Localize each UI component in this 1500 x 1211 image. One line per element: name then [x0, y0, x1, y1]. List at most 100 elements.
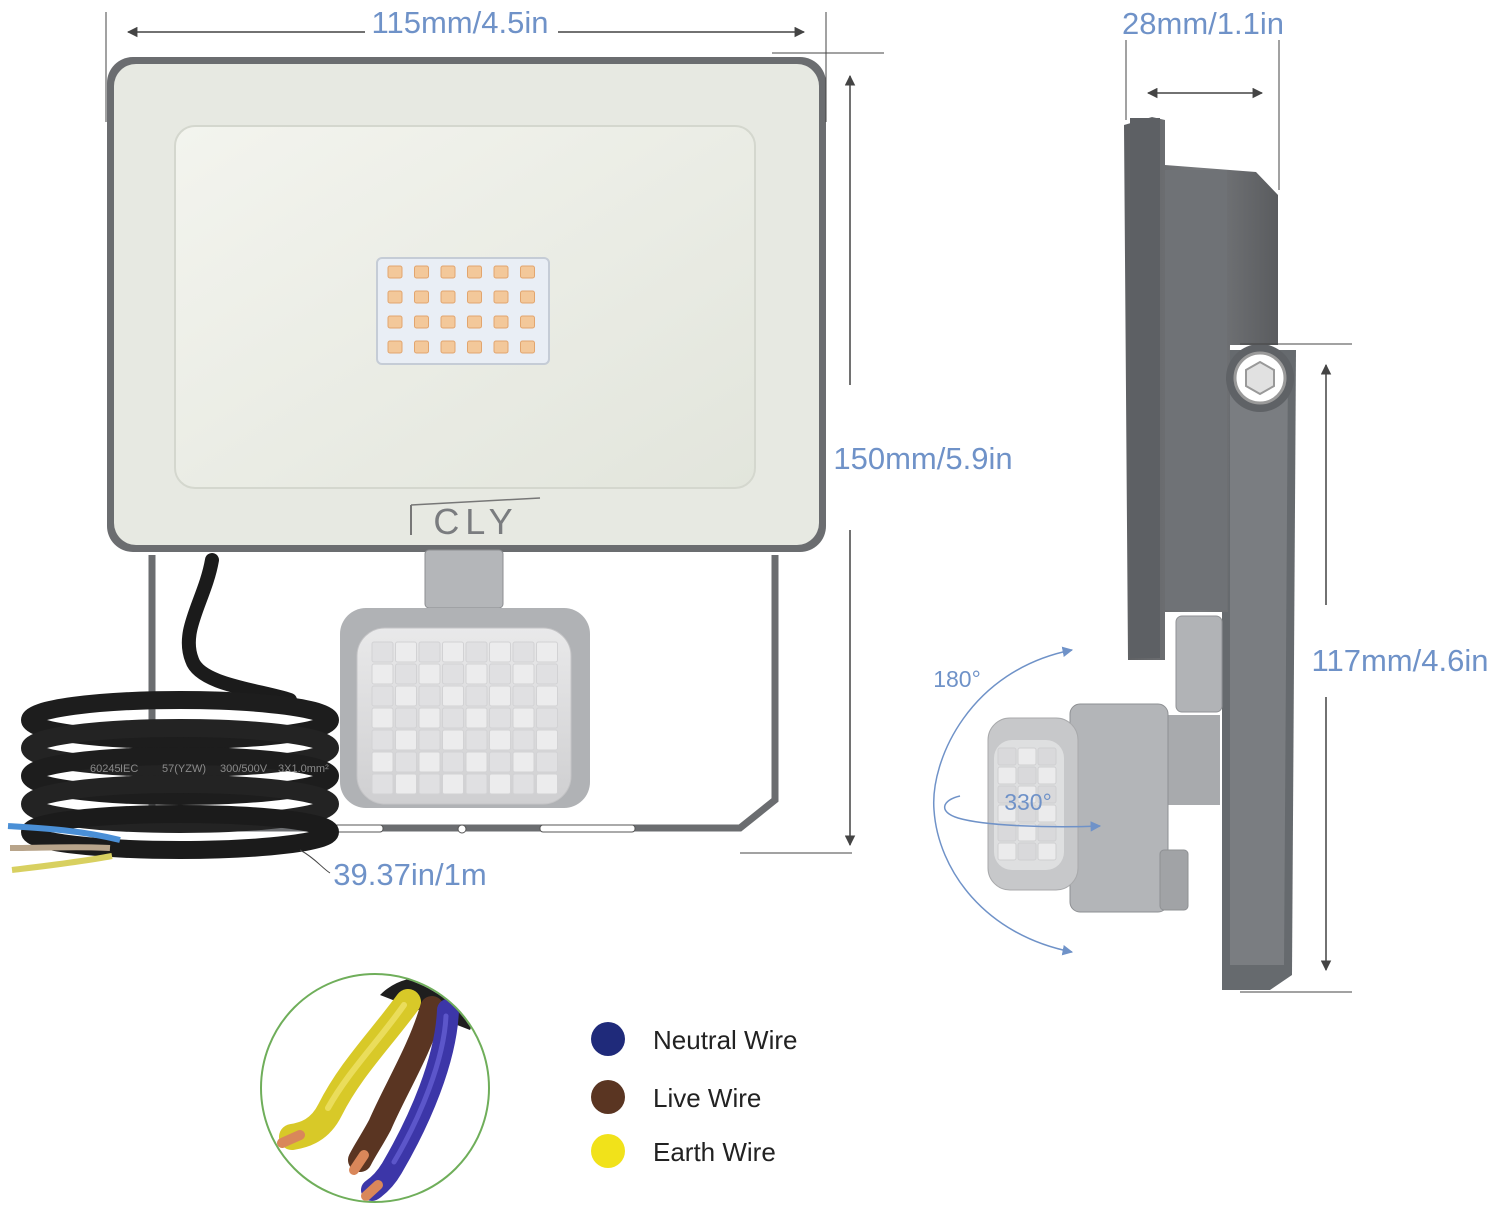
- sensor-lens-cell: [442, 685, 464, 707]
- side-sensor-lens-pattern: [997, 747, 1057, 861]
- sensor-lens-cell: [395, 773, 417, 795]
- sensor-lens-cell: [536, 685, 558, 707]
- led-chip: [414, 340, 429, 354]
- live-wire-end: [9, 844, 111, 851]
- sensor-lens-cell: [465, 641, 488, 663]
- cable-print-segment: 57(YZW): [162, 763, 206, 775]
- sensor-lens-cell: [465, 707, 488, 729]
- sensor-lens-cell: [371, 641, 394, 663]
- sensor-lens-cell: [465, 729, 488, 751]
- led-chip: [520, 265, 535, 279]
- sensor-lens-cell: [536, 751, 558, 773]
- sensor-lens-cell: [512, 641, 535, 663]
- detection-angle-indicator: 180° 330°: [933, 646, 1102, 956]
- sensor-lens-cell: [465, 685, 488, 707]
- width-label: 115mm/4.5in: [372, 5, 549, 40]
- bracket-height-dimension: 117mm/4.6in: [1240, 343, 1489, 993]
- neutral-wire-end: [7, 823, 121, 843]
- sensor-lens-cell: [536, 773, 558, 795]
- sensor-lens-cell: [395, 707, 417, 729]
- sensor-lens-cell: [442, 751, 464, 773]
- sensor-lens-cell: [536, 729, 558, 751]
- sensor-lens-cell: [418, 773, 441, 795]
- side-sensor-neck: [1175, 615, 1223, 713]
- sensor-lens-cell: [371, 773, 394, 795]
- led-chip: [493, 340, 509, 354]
- sensor-lens-cell: [418, 641, 441, 663]
- sensor-lens-cell: [536, 663, 558, 685]
- sensor-lens-cell: [536, 641, 558, 663]
- sensor-lens-cell: [442, 663, 464, 685]
- led-chip: [387, 290, 403, 304]
- live-wire-detail: [348, 996, 444, 1172]
- led-chip: [493, 315, 509, 329]
- side-sensor-lens-cell: [1037, 785, 1057, 804]
- side-sensor-lens-cell: [997, 747, 1017, 766]
- side-sensor-lens-cell: [1037, 747, 1057, 766]
- sensor-lens-cell: [489, 751, 511, 773]
- height-label: 150mm/5.9in: [833, 441, 1012, 476]
- sensor-lens-cell: [489, 641, 511, 663]
- bracket-height-label: 117mm/4.6in: [1312, 643, 1489, 678]
- led-chip: [387, 315, 403, 329]
- horizontal-angle-label: 330°: [1004, 789, 1052, 815]
- sensor-lens-cell: [489, 707, 511, 729]
- led-chip: [440, 265, 456, 279]
- led-chip: [387, 340, 403, 354]
- sensor-lens-cell: [489, 729, 511, 751]
- legend-swatch: [591, 1022, 625, 1056]
- vertical-angle-label: 180°: [933, 666, 981, 692]
- side-sensor-lens-cell: [997, 804, 1017, 823]
- sensor-lens-cell: [465, 751, 488, 773]
- led-chip-board: [376, 257, 550, 365]
- cable-print-segment: 3X1.0mm²: [278, 763, 329, 775]
- brand-logo-text: CLY: [433, 501, 518, 542]
- earth-wire-end: [11, 853, 113, 873]
- wire-detail-circle: [260, 973, 490, 1203]
- cable-length-callout: 39.37in/1m: [299, 849, 487, 892]
- sensor-lens-cell: [395, 641, 417, 663]
- cable-print-segment: IEC: [120, 763, 138, 775]
- height-dimension: 150mm/5.9in: [740, 52, 1013, 854]
- sensor-lens-cell: [512, 685, 535, 707]
- sensor-lens-cell: [489, 773, 511, 795]
- side-sensor-lens-cell: [997, 823, 1017, 842]
- side-sensor-lens-cell: [1037, 823, 1057, 842]
- depth-dimension: 28mm/1.1in: [1122, 6, 1284, 190]
- sensor-lens-cell: [418, 663, 441, 685]
- sensor-lens-cell: [465, 773, 488, 795]
- led-chip: [467, 265, 482, 279]
- cable-print-segment: 300/500V: [220, 763, 268, 775]
- sensor-lens-cell: [371, 685, 394, 707]
- side-sensor-lens-cell: [1017, 804, 1037, 823]
- pir-sensor: [340, 608, 590, 808]
- sensor-lens-cell: [512, 663, 535, 685]
- led-array: [387, 265, 535, 354]
- led-chip: [387, 265, 403, 279]
- bracket-hole: [457, 824, 467, 834]
- led-chip: [414, 315, 429, 329]
- cable-length-label: 39.37in/1m: [333, 857, 486, 892]
- sensor-lens-cell: [489, 663, 511, 685]
- sensor-lens-cell: [536, 707, 558, 729]
- side-sensor-lens-cell: [1037, 842, 1057, 861]
- sensor-lens-cell: [512, 751, 535, 773]
- led-chip: [440, 340, 456, 354]
- sensor-lens-cell: [512, 773, 535, 795]
- side-sensor-lens-cell: [997, 766, 1017, 785]
- sensor-lens-cell: [512, 729, 535, 751]
- sensor-lens-cell: [442, 707, 464, 729]
- legend-label: Earth Wire: [653, 1137, 776, 1167]
- side-sensor-lens-cell: [997, 842, 1017, 861]
- side-sensor-lens-cell: [1017, 747, 1037, 766]
- sensor-lens-cell: [465, 663, 488, 685]
- bracket-slot: [539, 824, 636, 833]
- led-chip: [493, 290, 509, 304]
- led-chip: [467, 290, 482, 304]
- sensor-lens-cell: [395, 751, 417, 773]
- side-sensor-lens-cell: [1037, 766, 1057, 785]
- led-chip: [520, 315, 535, 329]
